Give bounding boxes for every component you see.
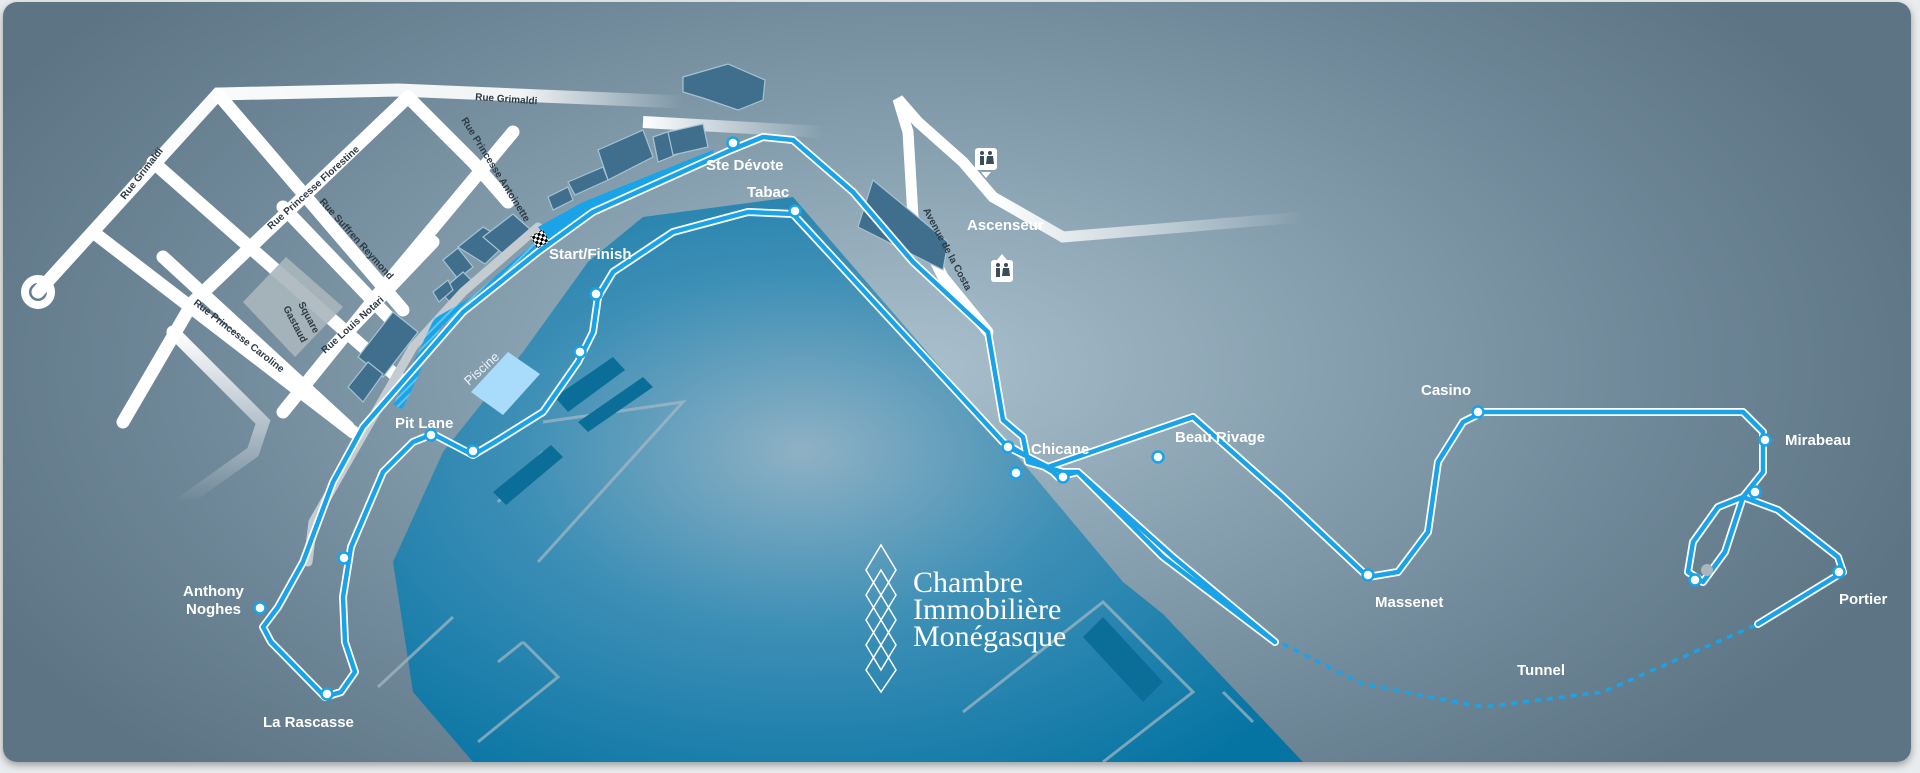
label-pit-lane: Pit Lane bbox=[395, 415, 453, 432]
square-gastaud bbox=[243, 257, 343, 357]
avenue-de-la-costa bbox=[892, 95, 1309, 338]
harbour-water bbox=[393, 197, 1303, 762]
logo-line3: Monégasque bbox=[913, 620, 1066, 653]
label-mirabeau: Mirabeau bbox=[1785, 432, 1851, 449]
label-anthony-noghes-2: Noghes bbox=[186, 601, 241, 618]
corner-markers bbox=[253, 136, 1846, 701]
roundabout-icon bbox=[21, 275, 55, 309]
label-massenet: Massenet bbox=[1375, 594, 1443, 611]
street-label-rue-princesse-antoinette: Rue Princesse Antoinette bbox=[458, 116, 532, 225]
restroom-icon bbox=[975, 148, 997, 178]
race-track bbox=[259, 133, 1847, 709]
mirabeau-hairpin-marker bbox=[1701, 564, 1713, 576]
label-start-finish: Start/Finish bbox=[549, 246, 632, 263]
buildings bbox=[347, 63, 949, 403]
street-label-rue-grimaldi-top: Rue Grimaldi bbox=[475, 92, 538, 107]
label-casino: Casino bbox=[1421, 382, 1471, 399]
diamond-logo-icon bbox=[865, 543, 897, 694]
swimming-pool bbox=[471, 352, 540, 415]
chambre-immobiliere-logo: Chambre Immobilière Monégasque bbox=[865, 543, 1066, 694]
circuit-map: Rue Grimaldi Rue Grimaldi Rue Princesse … bbox=[21, 63, 1888, 762]
label-tunnel: Tunnel bbox=[1517, 662, 1565, 679]
harbour-piers bbox=[376, 399, 1255, 762]
harbour-jetties bbox=[493, 357, 1163, 702]
grimaldi-fade-road bbox=[642, 116, 824, 138]
label-ste-devote: Ste Dévote bbox=[706, 157, 784, 174]
logo-line1: Chambre bbox=[913, 566, 1023, 599]
logo-line2: Immobilière bbox=[913, 593, 1061, 626]
label-tabac: Tabac bbox=[747, 184, 789, 201]
restroom-icon bbox=[991, 254, 1013, 282]
label-chicane: Chicane bbox=[1031, 441, 1089, 458]
street-label-rue-suffren-reymond: Rue Suffren Reymond bbox=[317, 197, 395, 282]
street-grid bbox=[31, 83, 690, 509]
label-beau-rivage: Beau Rivage bbox=[1175, 429, 1265, 446]
label-ascenseur: Ascenseur bbox=[967, 217, 1044, 234]
label-anthony-noghes-1: Anthony bbox=[183, 583, 244, 600]
circuit-map-panel: Rue Grimaldi Rue Grimaldi Rue Princesse … bbox=[3, 2, 1911, 762]
label-portier: Portier bbox=[1839, 591, 1888, 608]
label-la-rascasse: La Rascasse bbox=[263, 714, 354, 731]
checkered-flag-icon bbox=[530, 229, 550, 249]
